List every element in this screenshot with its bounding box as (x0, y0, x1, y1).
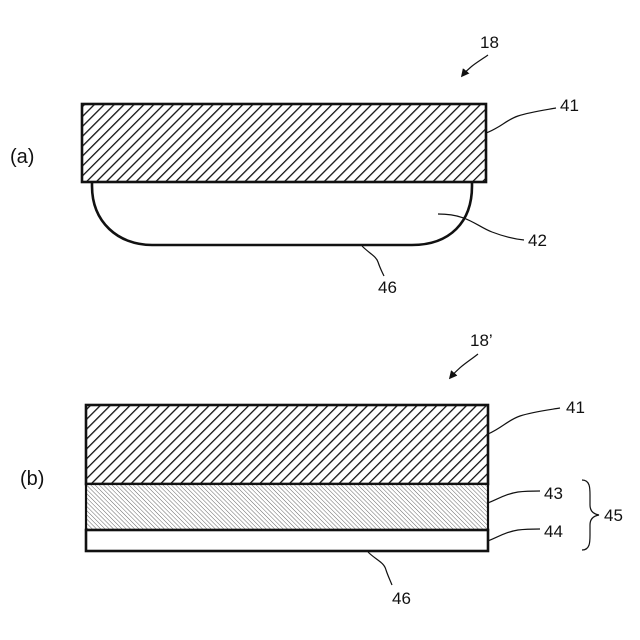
panel-a-assembly-ref: 18 (480, 33, 499, 52)
panel-a-bottom-surface-leader (362, 246, 384, 276)
panel-a-lower-body-ref: 42 (528, 231, 547, 250)
panel-b: (b) 18’ 41 43 44 45 46 (20, 331, 623, 608)
panel-b-bottom-layer-leader (488, 529, 540, 541)
panel-b-bottom-surface-ref: 46 (392, 589, 411, 608)
panel-b-middle-layer-leader (488, 491, 540, 503)
panel-b-assembly-arrow (450, 354, 478, 378)
panel-a-top-layer (82, 104, 486, 182)
panel-a: (a) 18 41 42 46 (10, 33, 579, 297)
panel-b-bottom-layer (86, 530, 488, 551)
panel-b-group-brace (582, 480, 599, 550)
panel-b-top-layer-ref: 41 (566, 398, 585, 417)
panel-b-bottom-layer-ref: 44 (544, 522, 563, 541)
panel-a-bottom-surface-ref: 46 (378, 278, 397, 297)
panel-a-lower-body (92, 182, 472, 245)
panel-b-middle-layer (86, 484, 488, 530)
panel-b-bottom-surface-leader (368, 552, 392, 585)
panel-a-label: (a) (10, 146, 34, 168)
panel-a-lower-body-leader (438, 214, 524, 240)
panel-a-assembly-arrow (462, 55, 488, 76)
panel-b-label: (b) (20, 468, 44, 490)
panel-b-assembly-ref: 18’ (470, 331, 493, 350)
panel-b-group-ref: 45 (604, 506, 623, 525)
panel-b-top-layer-leader (488, 408, 560, 434)
panel-a-top-layer-ref: 41 (560, 96, 579, 115)
panel-b-middle-layer-ref: 43 (544, 484, 563, 503)
panel-b-top-layer (86, 405, 488, 484)
panel-a-top-layer-leader (486, 108, 556, 133)
